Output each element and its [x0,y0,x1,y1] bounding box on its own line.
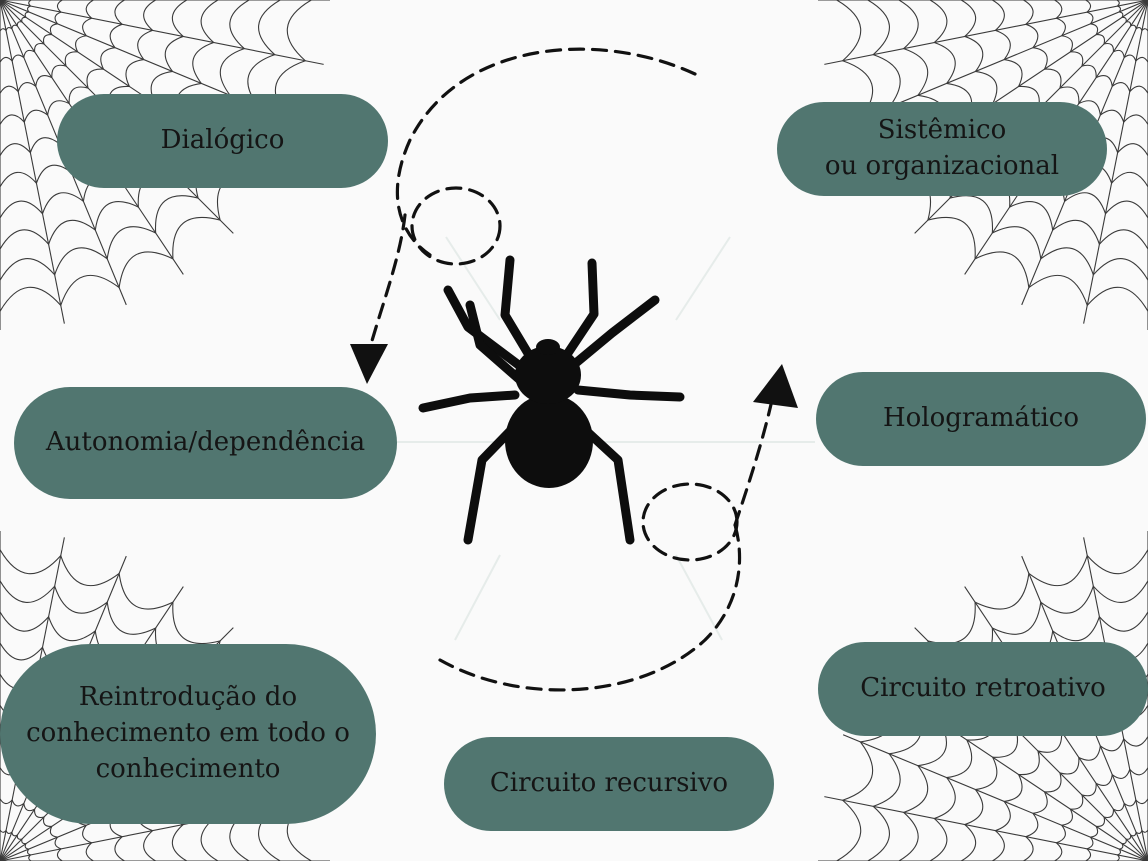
node-retroativo-label: Circuito retroativo [860,671,1106,707]
node-recursivo-label: Circuito recursivo [490,766,728,802]
node-dialogico-label: Dialógico [161,123,285,159]
node-reintroducao-label: Reintrodução do conhecimento em todo o c… [26,680,350,788]
arrowhead-down-icon [350,344,388,384]
arrowhead-up-icon [753,364,798,408]
node-hologramatico-label: Hologramático [883,401,1079,437]
node-autonomia-label: Autonomia/dependência [46,425,365,461]
node-circuito-recursivo: Circuito recursivo [444,737,774,831]
node-dialogico: Dialógico [57,94,388,188]
node-circuito-retroativo: Circuito retroativo [818,642,1148,736]
node-hologramatico: Hologramático [816,372,1146,466]
node-sistemico-label: Sistêmico ou organizacional [825,113,1059,185]
node-sistemico: Sistêmico ou organizacional [777,102,1107,196]
node-autonomia-dependencia: Autonomia/dependência [14,387,397,499]
node-reintroducao: Reintrodução do conhecimento em todo o c… [0,644,376,824]
center-guides [395,237,815,640]
